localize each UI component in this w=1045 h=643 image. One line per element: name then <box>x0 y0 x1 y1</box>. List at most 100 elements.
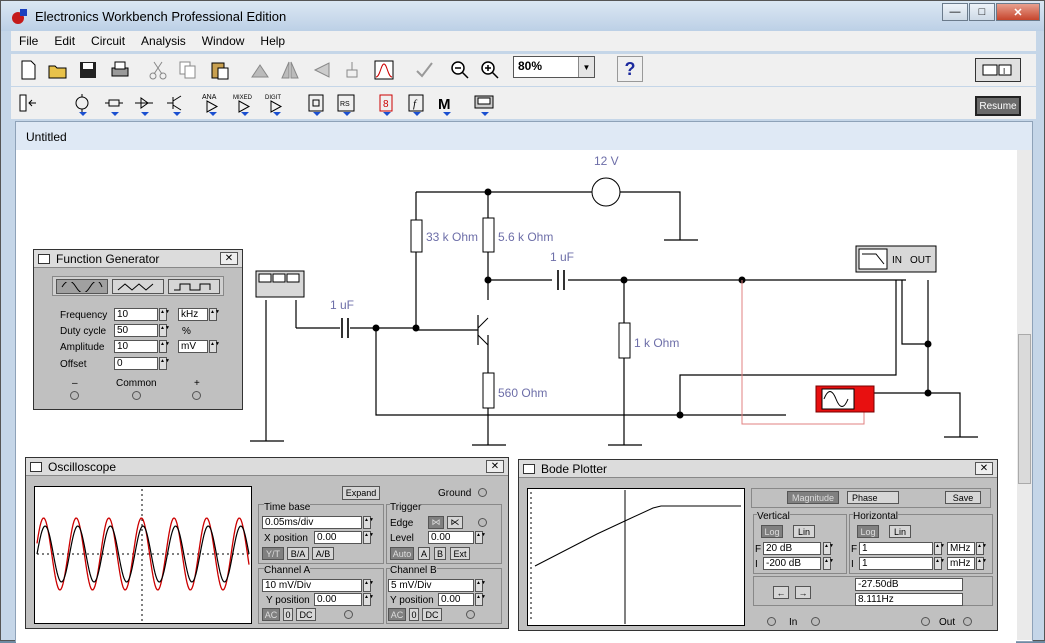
duty-cycle-spinner[interactable]: ▲▼ <box>159 324 170 337</box>
sources-bin-icon[interactable] <box>69 89 95 117</box>
parts-bin-toggle-icon[interactable] <box>15 89 41 117</box>
flip-horizontal-icon[interactable] <box>277 56 303 84</box>
trigger-auto-button[interactable]: Auto <box>390 547 414 560</box>
menu-help[interactable]: Help <box>260 34 286 48</box>
basic-bin-icon[interactable] <box>101 89 127 117</box>
close-icon[interactable]: ✕ <box>975 462 993 475</box>
print-icon[interactable] <box>107 56 133 84</box>
amplitude-input[interactable]: 10 <box>114 340 158 353</box>
frequency-unit[interactable]: kHz <box>178 308 208 321</box>
channel-a-dc-button[interactable]: DC <box>296 608 316 621</box>
channel-b-y-position-spinner[interactable]: ▲▼ <box>475 593 486 606</box>
paste-icon[interactable] <box>207 56 233 84</box>
channel-a-y-position-input[interactable]: 0.00 <box>314 593 362 606</box>
mixed-ics-bin-icon[interactable]: MIXED <box>231 89 257 117</box>
menu-edit[interactable]: Edit <box>54 34 76 48</box>
trigger-a-button[interactable]: A <box>418 547 430 560</box>
menu-window[interactable]: Window <box>201 34 245 48</box>
channel-a-terminal[interactable] <box>344 610 353 619</box>
close-icon[interactable]: ✕ <box>486 460 504 473</box>
channel-b-terminal[interactable] <box>466 610 475 619</box>
copy-icon[interactable] <box>175 56 201 84</box>
menu-analysis[interactable]: Analysis <box>141 34 186 48</box>
logic-gates-bin-icon[interactable] <box>303 89 329 117</box>
subcircuit-icon[interactable] <box>339 56 365 84</box>
minimize-button[interactable]: — <box>942 3 968 21</box>
x-position-input[interactable]: 0.00 <box>314 531 362 544</box>
diodes-bin-icon[interactable] <box>131 89 157 117</box>
menu-circuit[interactable]: Circuit <box>91 34 126 48</box>
new-file-icon[interactable] <box>15 56 41 84</box>
channel-b-y-position-input[interactable]: 0.00 <box>438 593 474 606</box>
mode-ab-button[interactable]: A/B <box>312 547 334 560</box>
amplitude-unit-spinner[interactable]: ▲▼ <box>209 340 220 353</box>
channel-a-ac-button[interactable]: AC <box>262 608 280 621</box>
horizontal-initial-input[interactable]: 1 <box>859 557 933 570</box>
input-minus-terminal[interactable] <box>767 617 776 626</box>
horizontal-final-unit[interactable]: MHz <box>947 542 975 555</box>
frequency-spinner[interactable]: ▲▼ <box>159 308 170 321</box>
vertical-initial-spinner[interactable]: ▲▼ <box>823 557 834 570</box>
controls-bin-icon[interactable]: f <box>403 89 429 117</box>
cursor-left-icon[interactable]: ← <box>773 586 789 599</box>
cut-icon[interactable] <box>145 56 171 84</box>
time-base-spinner[interactable]: ▲▼ <box>363 516 374 529</box>
horizontal-initial-unit[interactable]: mHz <box>947 557 975 570</box>
trigger-ext-button[interactable]: Ext <box>450 547 470 560</box>
maximize-button[interactable]: □ <box>969 3 995 21</box>
component-properties-icon[interactable] <box>411 56 437 84</box>
output-minus-terminal[interactable] <box>921 617 930 626</box>
zoom-out-icon[interactable] <box>447 56 473 84</box>
power-switch-icon[interactable]: I <box>975 58 1021 82</box>
level-spinner[interactable]: ▲▼ <box>475 531 486 544</box>
vertical-log-button[interactable]: Log <box>761 525 783 538</box>
scrollbar-thumb[interactable] <box>1018 334 1031 484</box>
vertical-final-input[interactable]: 20 dB <box>763 542 821 555</box>
expand-button[interactable]: Expand <box>342 486 380 500</box>
digital-bin-icon[interactable]: RS <box>333 89 359 117</box>
close-button[interactable]: ✕ <box>996 3 1040 21</box>
vertical-lin-button[interactable]: Lin <box>793 525 815 538</box>
common-terminal[interactable] <box>132 391 141 400</box>
analog-ics-bin-icon[interactable]: ANA <box>199 89 225 117</box>
channel-b-zero-button[interactable]: 0 <box>409 608 419 621</box>
transistors-bin-icon[interactable] <box>163 89 189 117</box>
horizontal-final-unit-spinner[interactable]: ▲▼ <box>976 542 987 555</box>
x-position-spinner[interactable]: ▲▼ <box>363 531 374 544</box>
horizontal-initial-unit-spinner[interactable]: ▲▼ <box>976 557 987 570</box>
horizontal-initial-spinner[interactable]: ▲▼ <box>934 557 945 570</box>
channel-b-dc-button[interactable]: DC <box>422 608 442 621</box>
trigger-terminal[interactable] <box>478 518 487 527</box>
amplitude-unit[interactable]: mV <box>178 340 208 353</box>
triangle-wave-button[interactable] <box>112 279 164 294</box>
channel-a-zero-button[interactable]: 0 <box>283 608 293 621</box>
vertical-final-spinner[interactable]: ▲▼ <box>823 542 834 555</box>
rotate-icon[interactable] <box>247 56 273 84</box>
ground-terminal[interactable] <box>478 488 487 497</box>
flip-vertical-icon[interactable] <box>309 56 335 84</box>
vertical-scrollbar[interactable] <box>1017 150 1032 640</box>
sine-wave-button[interactable] <box>56 279 108 294</box>
vertical-initial-input[interactable]: -200 dB <box>763 557 821 570</box>
channel-a-scale-input[interactable]: 10 mV/Div <box>262 579 362 592</box>
miscellaneous-bin-icon[interactable]: M <box>433 89 459 117</box>
zoom-in-icon[interactable] <box>477 56 503 84</box>
offset-spinner[interactable]: ▲▼ <box>159 357 170 370</box>
amplitude-spinner[interactable]: ▲▼ <box>159 340 170 353</box>
digital-ics-bin-icon[interactable]: DIGIT <box>263 89 289 117</box>
close-icon[interactable]: ✕ <box>220 252 238 265</box>
channel-b-ac-button[interactable]: AC <box>388 608 406 621</box>
duty-cycle-input[interactable]: 50 <box>114 324 158 337</box>
frequency-input[interactable]: 10 <box>114 308 158 321</box>
indicators-bin-icon[interactable]: 8 <box>373 89 399 117</box>
offset-input[interactable]: 0 <box>114 357 158 370</box>
plus-terminal[interactable] <box>192 391 201 400</box>
trigger-b-button[interactable]: B <box>434 547 446 560</box>
magnitude-button[interactable]: Magnitude <box>787 491 839 504</box>
cursor-right-icon[interactable]: → <box>795 586 811 599</box>
save-icon[interactable] <box>75 56 101 84</box>
menu-file[interactable]: File <box>19 34 39 48</box>
horizontal-lin-button[interactable]: Lin <box>889 525 911 538</box>
level-input[interactable]: 0.00 <box>428 531 474 544</box>
resume-button[interactable]: Resume <box>975 96 1021 116</box>
